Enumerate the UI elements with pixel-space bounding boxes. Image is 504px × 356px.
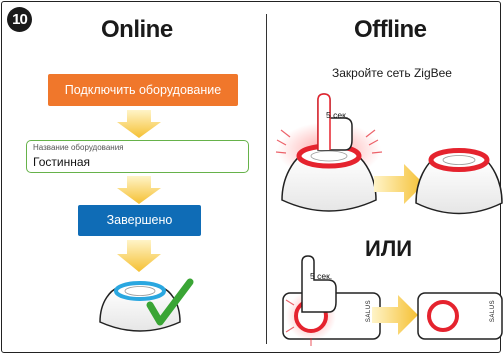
close-zigbee-instruction: Закройте сеть ZigBee	[332, 66, 452, 80]
arrow-down-icon	[117, 176, 161, 204]
gateway-device-pressed-icon	[275, 122, 383, 212]
pointing-hand-icon	[301, 255, 337, 313]
brand-logo-left: SALUS	[366, 299, 373, 323]
device-name-label: Название оборудования	[33, 143, 124, 152]
or-label: ИЛИ	[365, 236, 413, 261]
usb-dongle-active-icon	[417, 292, 503, 340]
timer-label-bottom: 5 сек.	[310, 271, 333, 281]
done-button[interactable]: Завершено	[78, 205, 201, 236]
online-title: Online	[101, 16, 173, 43]
offline-title: Offline	[354, 16, 427, 43]
connect-device-button[interactable]: Подключить оборудование	[48, 74, 238, 106]
gateway-device-active-icon	[415, 148, 503, 215]
brand-logo-right: SALUS	[490, 299, 497, 323]
checkmark-icon	[146, 278, 194, 326]
arrow-right-icon	[372, 295, 418, 335]
column-divider	[266, 14, 267, 344]
step-number-badge: 10	[7, 7, 32, 32]
arrow-down-icon	[117, 110, 161, 138]
device-name-value[interactable]: Гостинная	[33, 155, 90, 169]
timer-label-top: 5 сек.	[326, 110, 349, 120]
device-name-field[interactable]: Название оборудования Гостинная	[26, 140, 249, 173]
pointing-hand-icon	[317, 93, 353, 151]
arrow-right-icon	[374, 164, 424, 204]
arrow-down-icon	[117, 240, 161, 272]
